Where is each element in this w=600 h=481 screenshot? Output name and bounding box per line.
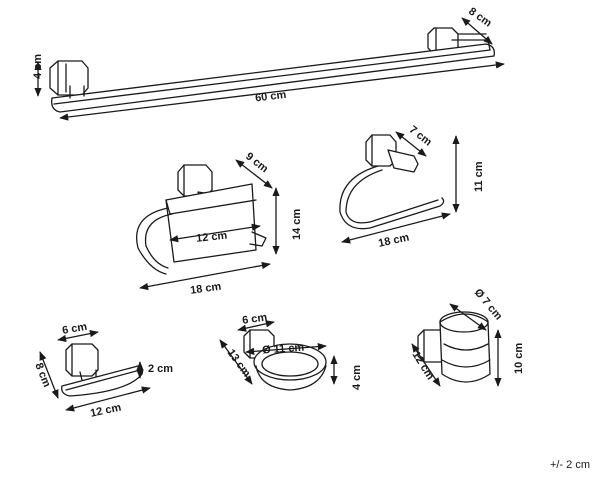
towel-ring: 7 cm 11 cm 18 cm xyxy=(339,124,485,250)
toilet-roll-inner-width-dim-line xyxy=(169,223,261,243)
tumbler-diameter-dim-line xyxy=(449,303,487,331)
toilet-roll-width-label: 18 cm xyxy=(189,281,222,297)
towel-ring-depth-label: 7 cm xyxy=(407,124,434,149)
towel-ring-width-dim-line xyxy=(341,212,451,244)
robe-hook-top-width-dim-line xyxy=(57,330,99,342)
towel-rail-height-label: 4 cm xyxy=(32,54,44,79)
robe-hook-depth-dim-line xyxy=(39,351,59,399)
towel-ring-drawing xyxy=(339,134,445,230)
toilet-roll-height-label: 14 cm xyxy=(291,209,303,240)
towel-ring-height-label: 11 cm xyxy=(473,161,485,192)
toilet-roll-inner-width-label: 12 cm xyxy=(196,230,228,245)
soap-dish: 6 cm Ø 11 cm 13 cm 4 cm xyxy=(219,311,363,391)
robe-hook-projection-label: 2 cm xyxy=(148,363,173,375)
soap-dish-height-label: 4 cm xyxy=(351,365,363,390)
soap-dish-diameter-dim-line xyxy=(245,342,327,356)
towel-ring-depth-dim-line xyxy=(395,131,427,157)
robe-hook-top-width-label: 6 cm xyxy=(61,321,88,337)
towel-rail-width-label: 60 cm xyxy=(254,89,287,105)
tumbler-depth-dim-line xyxy=(411,343,441,387)
toilet-roll-depth-dim-line xyxy=(235,159,273,189)
tolerance-note: +/- 2 cm xyxy=(549,459,590,471)
towel-rail-width-dim-line xyxy=(59,61,505,121)
soap-dish-mount-width-dim-line xyxy=(237,320,275,332)
soap-dish-depth-dim-line xyxy=(219,339,253,385)
toilet-roll-holder-drawing xyxy=(136,164,267,275)
towel-rail: 60 cm 8 cm 4 cm xyxy=(32,5,505,121)
toilet-roll-holder: 9 cm 12 cm 14 cm 18 cm xyxy=(136,150,303,297)
towel-rail-depth-dim-line xyxy=(461,17,493,45)
tumbler-holder: Ø 7 cm 12 cm 10 cm xyxy=(409,287,525,387)
robe-hook-length-dim-line xyxy=(65,386,151,412)
soap-dish-drawing xyxy=(243,329,327,391)
soap-dish-diameter-label: Ø 11 cm xyxy=(262,342,305,357)
towel-ring-width-label: 18 cm xyxy=(377,231,410,249)
robe-hook-length-label: 12 cm xyxy=(89,401,122,419)
soap-dish-mount-width-label: 6 cm xyxy=(241,311,268,326)
tumbler-height-label: 10 cm xyxy=(513,343,525,374)
robe-hook-drawing xyxy=(61,343,144,397)
robe-hook-depth-label: 8 cm xyxy=(32,361,53,389)
robe-hook: 6 cm 2 cm 8 cm 12 cm xyxy=(32,321,173,420)
toilet-roll-width-dim-line xyxy=(139,261,271,291)
toilet-roll-depth-label: 9 cm xyxy=(243,150,270,175)
